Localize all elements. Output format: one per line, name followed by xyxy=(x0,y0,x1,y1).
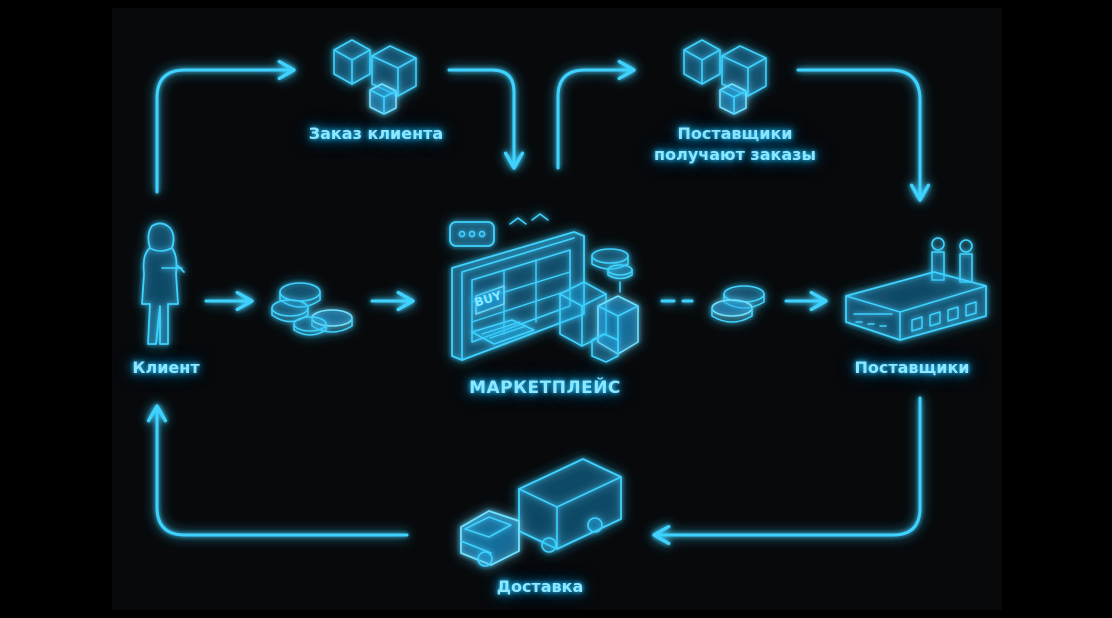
connector-order-to-marketplace xyxy=(449,70,514,168)
delivery-label: Доставка xyxy=(460,577,620,597)
storefront-icon xyxy=(450,214,638,362)
person-icon xyxy=(142,223,184,344)
truck-icon xyxy=(461,459,621,566)
connector-delivery-to-client xyxy=(157,406,407,535)
factory-icon xyxy=(846,238,986,340)
client-label: Клиент xyxy=(106,358,226,378)
suppliers-receive-label-line1: Поставщики xyxy=(620,124,850,144)
customer-order-label: Заказ клиента xyxy=(276,124,476,144)
connector-suppliers-to-delivery xyxy=(654,398,920,535)
coins-icon xyxy=(272,283,352,335)
connector-client-to-order xyxy=(157,70,294,192)
boxes-icon xyxy=(684,40,766,114)
suppliers-receive-label-line2: получают заказы xyxy=(620,145,850,165)
suppliers-label: Поставщики xyxy=(836,358,988,378)
marketplace-label: МАРКЕТПЛЕЙС xyxy=(430,378,660,398)
boxes-icon xyxy=(334,40,416,114)
coins-icon xyxy=(712,286,764,322)
